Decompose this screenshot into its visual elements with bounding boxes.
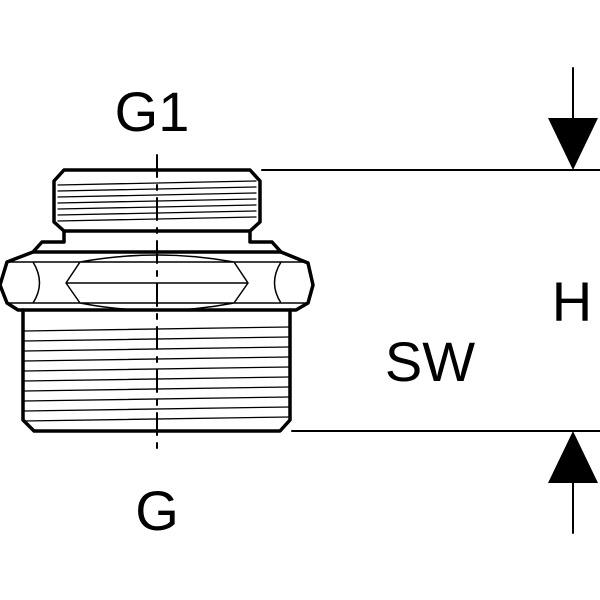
neck-section — [31, 229, 283, 254]
top-thread-label: G1 — [115, 80, 190, 143]
height-label: H — [552, 270, 592, 333]
top-arrowhead-icon — [548, 118, 598, 170]
height-dimension — [261, 67, 600, 534]
wrench-size-label: SW — [385, 330, 475, 393]
upper-spigot-outline — [52, 168, 262, 233]
bottom-thread-label: G — [135, 479, 179, 542]
hexagon-outline — [0, 250, 315, 312]
bottom-arrowhead-icon — [548, 431, 598, 483]
